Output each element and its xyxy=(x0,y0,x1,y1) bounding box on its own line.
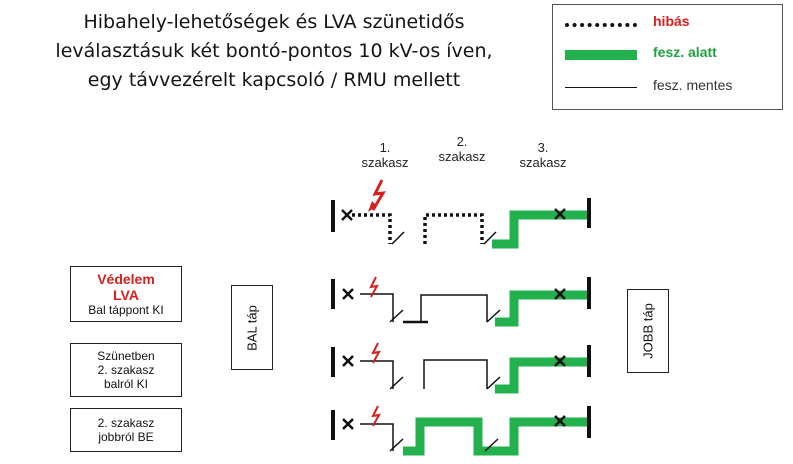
deenergized-line-segment-1 xyxy=(360,423,394,451)
step-1-line-3: Bal táppont KI xyxy=(88,303,164,317)
legend-item-deenergized: fesz. mentes xyxy=(553,73,782,103)
energized-line-segment-3 xyxy=(495,357,588,394)
left-breaker-open-cross xyxy=(342,418,354,430)
segment-label-2: 2. szakasz xyxy=(432,134,492,164)
left-breaker-cross xyxy=(341,209,353,221)
legend-label-energized: fesz. alatt xyxy=(653,44,717,60)
step-2-line-3: balról KI xyxy=(103,377,149,391)
diagram-title: Hibahely-lehetőségek és LVA szünetidős l… xyxy=(14,8,534,95)
row-fault-state xyxy=(331,179,591,249)
segment-2-number: 2. xyxy=(456,134,468,149)
switch-2 xyxy=(486,309,501,323)
step-1-line-1: Védelem xyxy=(97,271,155,287)
legend-label-deenergized: fesz. mentes xyxy=(653,77,733,93)
step-2-line-1: Szünetben xyxy=(97,349,155,363)
right-breaker-cross xyxy=(554,355,566,367)
step-3-line-1: 2. szakasz xyxy=(97,416,155,430)
switch-2-open xyxy=(483,231,497,245)
legend-item-energized: fesz. alatt xyxy=(553,41,782,71)
right-breaker-cross xyxy=(554,288,566,300)
segment-label-1: 1. szakasz xyxy=(355,140,415,170)
row-step-2 xyxy=(331,342,591,394)
segment-1-text: szakasz xyxy=(361,155,409,170)
switch-1 xyxy=(389,309,404,323)
energized-line-segment-2-3 xyxy=(403,417,588,456)
deenergized-line-segment-1 xyxy=(360,293,394,322)
step-2-line-2: 2. szakasz xyxy=(97,363,155,377)
switch-2-open xyxy=(486,376,501,390)
fault-lightning-icon xyxy=(368,179,386,212)
switch-2-closed xyxy=(484,438,499,452)
deenergized-line-segment-2 xyxy=(423,359,488,389)
right-feed-box: JOBB táp xyxy=(627,289,669,373)
step-box-1: Védelem LVA Bal táppont KI xyxy=(70,266,182,322)
switch-1 xyxy=(389,376,404,390)
step-box-3: 2. szakasz jobbról BE xyxy=(70,408,182,452)
left-breaker-open-cross xyxy=(342,288,354,300)
legend: hibás fesz. alatt fesz. mentes xyxy=(552,4,783,110)
step-box-2: Szünetben 2. szakasz balról KI xyxy=(70,343,182,397)
energized-line-segment-3 xyxy=(492,210,588,249)
legend-item-faulty: hibás xyxy=(553,11,782,41)
legend-green-line xyxy=(565,50,637,60)
segment-1-number: 1. xyxy=(379,140,391,155)
left-feed-box: BAL táp xyxy=(231,285,273,370)
step-3-line-2: jobbról BE xyxy=(98,430,154,444)
segment-2-text: szakasz xyxy=(438,149,486,164)
deenergized-line-segment-2 xyxy=(420,294,488,322)
faulty-line-segment-1 xyxy=(352,213,392,244)
step-1-line-2: LVA xyxy=(113,287,139,303)
right-breaker-cross xyxy=(554,415,566,427)
segment-label-3: 3. szakasz xyxy=(513,140,573,170)
fault-lightning-icon xyxy=(369,276,379,298)
right-breaker-cross xyxy=(554,208,566,220)
row-step-3 xyxy=(331,405,591,456)
energized-line-segment-3 xyxy=(495,290,588,327)
legend-label-faulty: hibás xyxy=(653,13,690,29)
legend-thin-line xyxy=(565,87,637,88)
switch-1-open xyxy=(389,438,404,452)
title-line-1: Hibahely-lehetőségek és LVA szünetidős xyxy=(83,11,465,33)
switch-1-open xyxy=(391,231,405,245)
title-line-3: egy távvezérelt kapcsoló / RMU mellett xyxy=(87,69,461,91)
fault-lightning-icon xyxy=(371,342,381,364)
fault-lightning-icon xyxy=(371,405,381,427)
left-breaker-open-cross xyxy=(342,355,354,367)
segment-3-text: szakasz xyxy=(519,155,567,170)
row-step-1 xyxy=(331,276,591,327)
faulty-line-segment-2 xyxy=(423,213,484,244)
legend-dotted-line xyxy=(565,23,637,27)
deenergized-line-segment-1 xyxy=(360,360,394,389)
segment-3-number: 3. xyxy=(537,140,549,155)
title-line-2: leválasztásuk két bontó-pontos 10 kV-os … xyxy=(55,40,493,62)
